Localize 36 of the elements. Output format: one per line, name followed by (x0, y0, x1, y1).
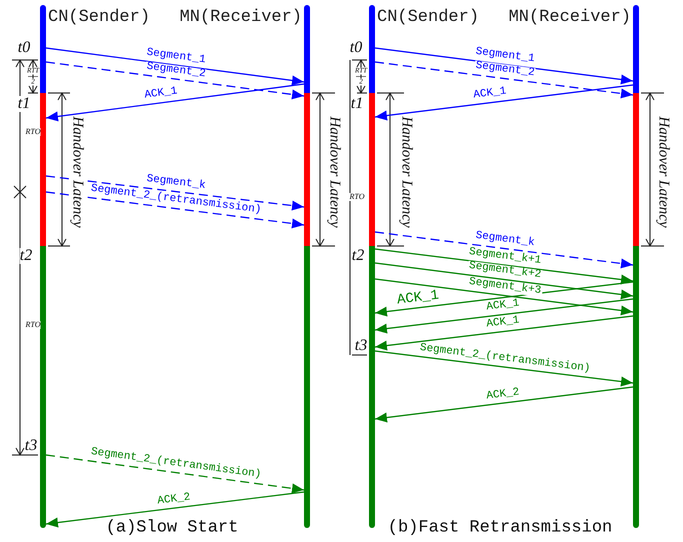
lifeline-header: CN(Sender) (377, 9, 480, 26)
subfigure-caption: (a)Slow Start (106, 520, 238, 536)
arrow (374, 262, 634, 300)
arrow (374, 248, 634, 284)
dashed-arrow (46, 191, 304, 228)
dashed-arrow (46, 61, 304, 100)
arrow (374, 350, 634, 386)
dashed-arrow (46, 454, 304, 494)
arrow (374, 386, 634, 422)
interval-label: RTO (26, 321, 40, 329)
time-label: t1 (18, 96, 30, 112)
lifeline-header: MN(Receiver) (508, 9, 631, 26)
arrow (374, 298, 634, 334)
latency-label: Handover Latency (656, 116, 670, 228)
dashed-arrow (374, 61, 634, 98)
latency-label: Handover Latency (398, 116, 414, 228)
lifeline-bar (633, 5, 639, 528)
arrow (374, 47, 634, 84)
arrow (374, 84, 634, 120)
lifeline-bar (304, 5, 310, 528)
arrow (46, 47, 304, 86)
subfigure-caption: (b)Fast Retransmission (388, 520, 612, 536)
interval-label: RTO (350, 193, 364, 201)
lifeline-header: MN(Receiver) (180, 9, 302, 26)
arrow (46, 83, 304, 122)
latency-label: Handover Latency (326, 116, 342, 228)
time-label: t2 (20, 248, 32, 264)
arrow (374, 315, 634, 351)
latency-label: Handover Latency (70, 116, 84, 228)
interval-label: RTO (26, 128, 40, 136)
dashed-arrow (46, 175, 304, 211)
lifeline-bar (369, 5, 375, 528)
lifeline-header: CN(Sender) (48, 9, 150, 26)
arrow (46, 491, 304, 528)
dashed-arrow (374, 231, 634, 268)
lifeline-bar (40, 5, 46, 528)
